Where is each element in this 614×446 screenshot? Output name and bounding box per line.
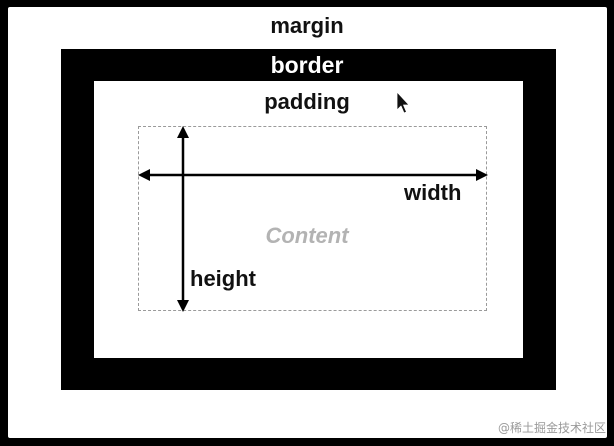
border-label: border — [270, 52, 344, 78]
margin-label: margin — [270, 13, 344, 38]
height-arrow — [177, 126, 189, 312]
padding-label: padding — [264, 89, 350, 114]
mouse-pointer-icon — [396, 91, 410, 114]
width-label: width — [404, 180, 462, 205]
width-arrow — [138, 169, 488, 181]
watermark: @稀土掘金技术社区 — [497, 421, 606, 435]
content-area — [138, 126, 487, 311]
padding-area — [94, 81, 523, 358]
content-label: Content — [265, 223, 349, 248]
height-label: height — [190, 266, 256, 291]
